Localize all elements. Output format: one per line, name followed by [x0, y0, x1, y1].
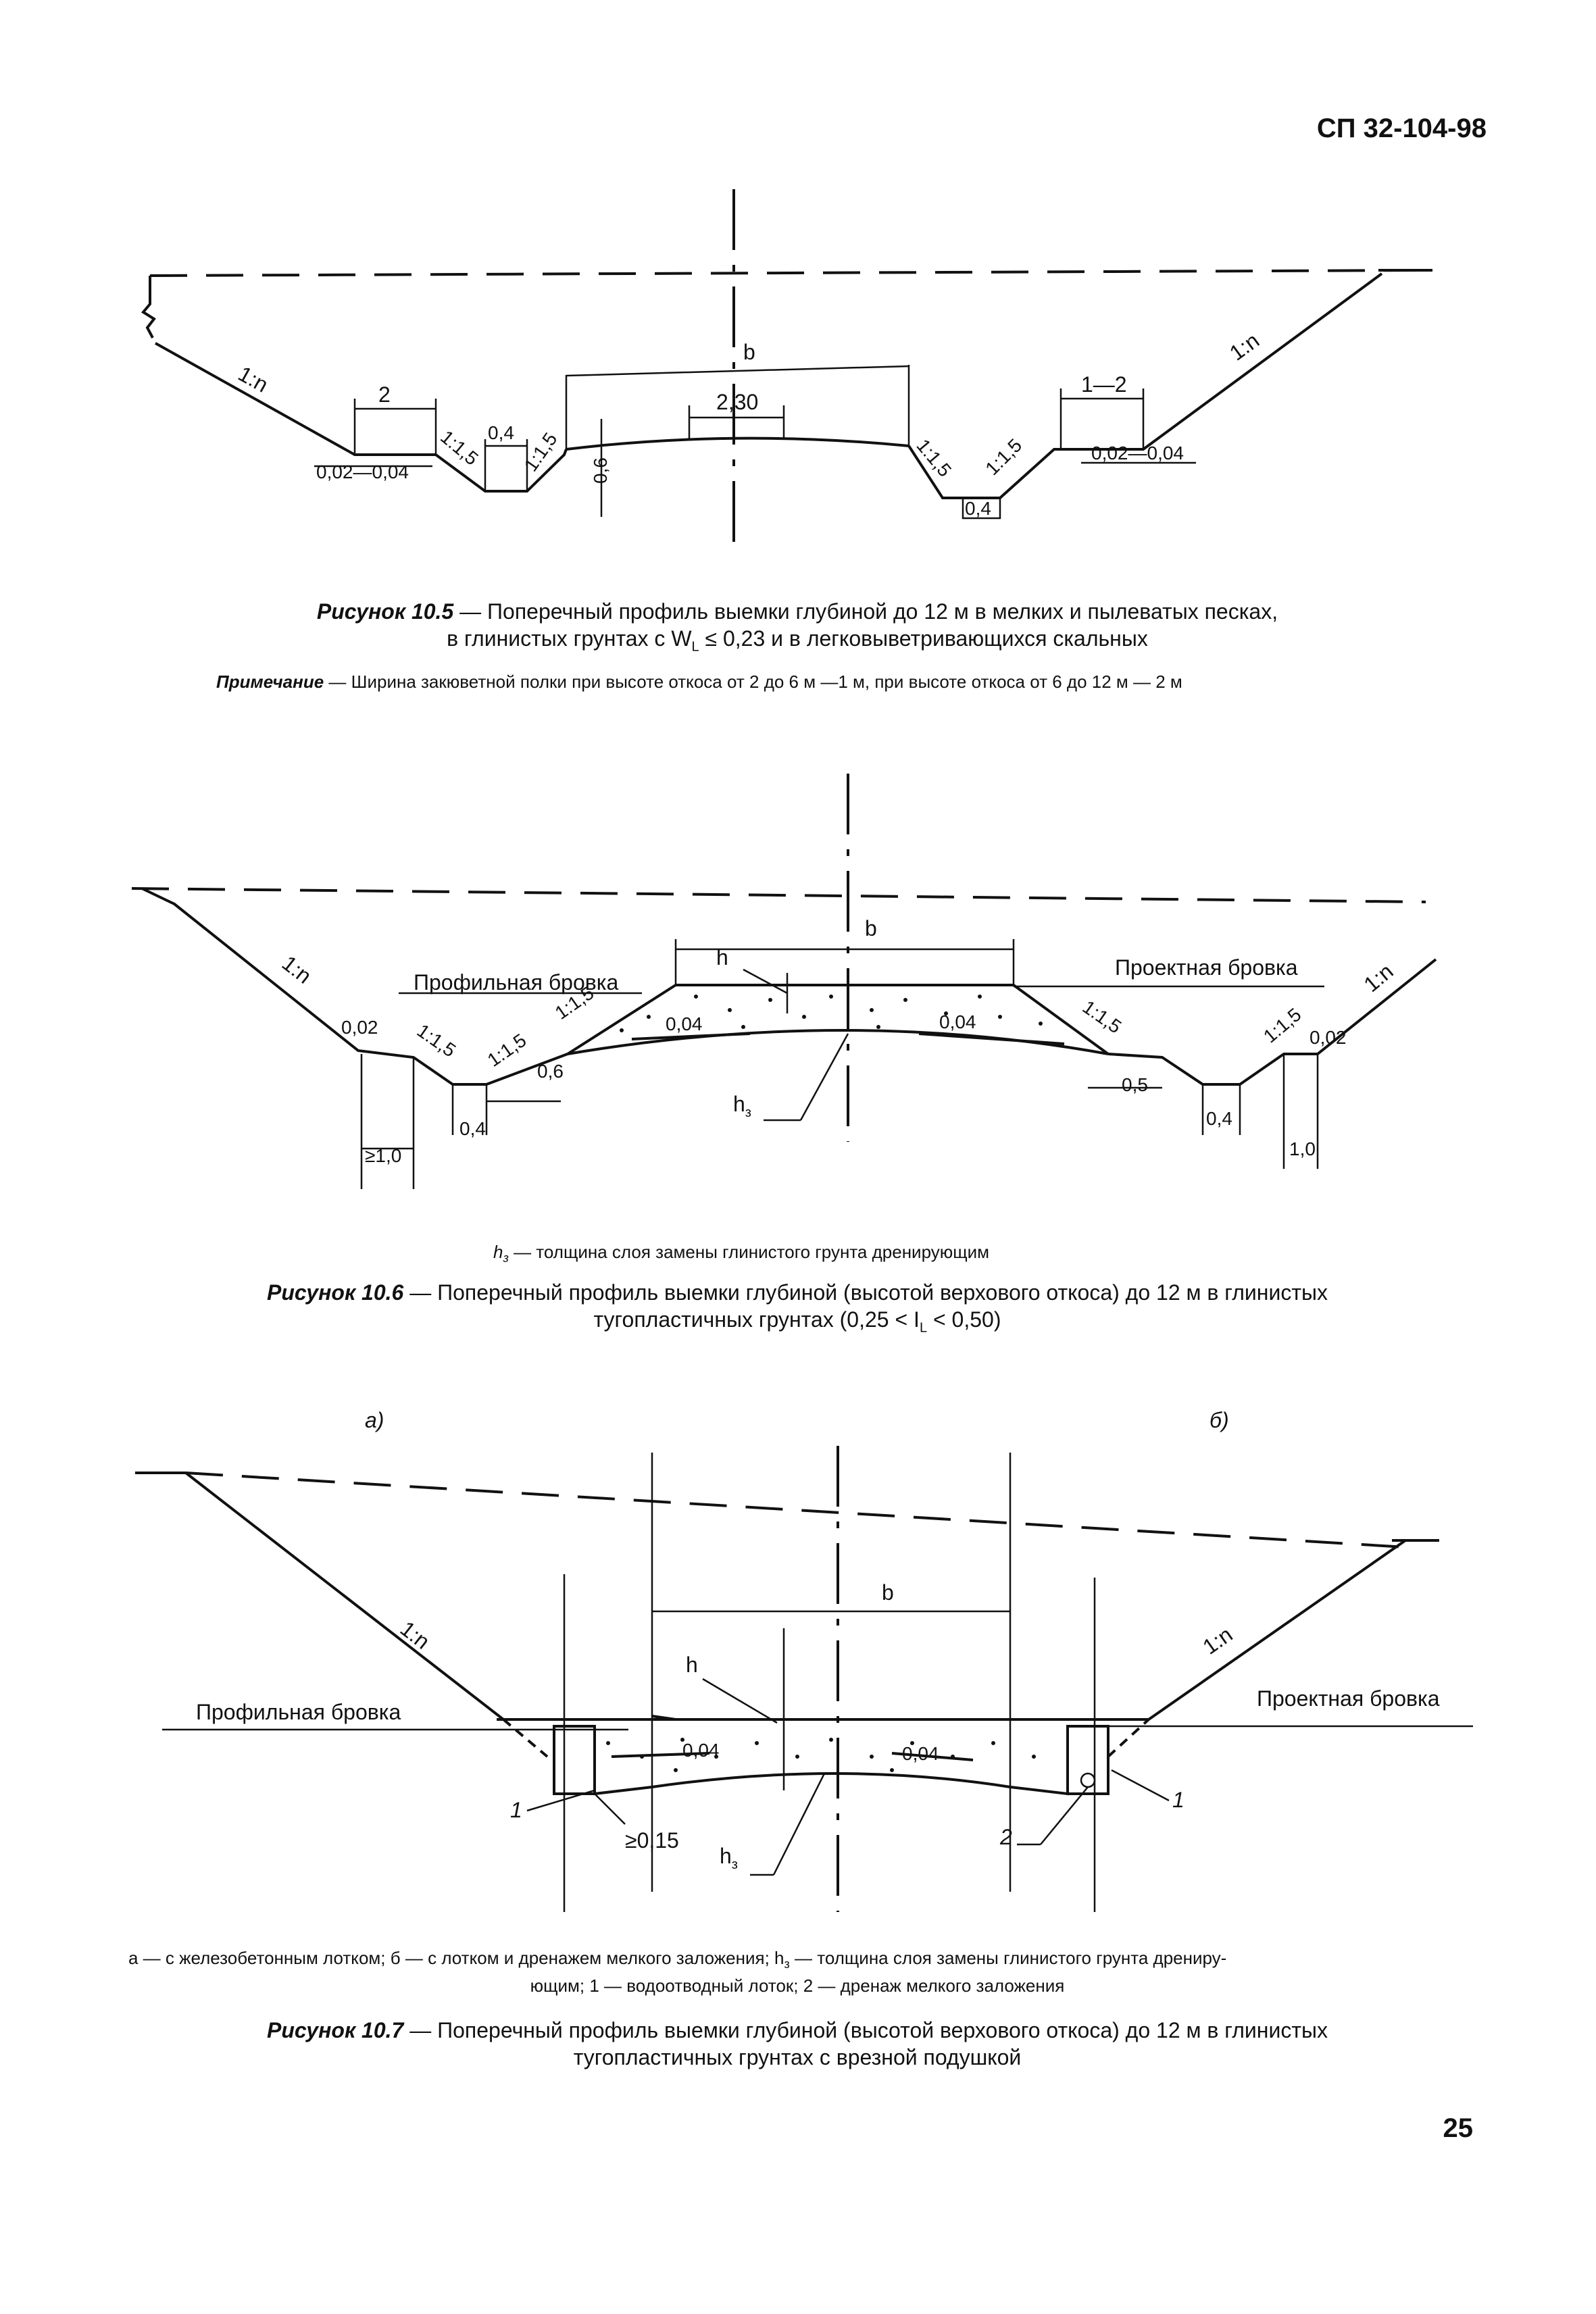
- fig107-b-label: b: [882, 1580, 894, 1605]
- fig106-legend-symbol: hз: [493, 1242, 509, 1265]
- fig106-caption-label: Рисунок 10.6: [267, 1280, 404, 1305]
- fig105-ditch-bottom: 0,4: [965, 498, 991, 519]
- figure-10-6-legend: hз — толщина слоя замены глинистого грун…: [493, 1240, 1304, 1269]
- fig105-caption-line2: в глинистых грунтах с W: [447, 626, 692, 651]
- fig105-camber-label: 2,30: [716, 390, 758, 414]
- fig106-dim-10: 1,0: [1289, 1138, 1316, 1159]
- fig106-depth-06: 0,6: [537, 1061, 564, 1082]
- fig105-caption-line1: — Поперечный профиль выемки глубиной до …: [453, 599, 1278, 624]
- fig107-grade-right: 0,04: [902, 1743, 939, 1764]
- fig106-b-label: b: [865, 916, 877, 940]
- fig107-h-label: h: [686, 1653, 698, 1677]
- fig107-slope-right: 1:n: [1198, 1622, 1237, 1659]
- fig105-note-text: — Ширина закюветной полки при высоте отк…: [324, 672, 1182, 692]
- fig106-bottom-04-left: 0,4: [459, 1118, 486, 1139]
- fig106-h-label: h: [716, 945, 728, 970]
- figure-10-7-caption: Рисунок 10.7 — Поперечный профиль выемки…: [162, 2017, 1432, 2071]
- fig105-depth: 0,6: [590, 457, 611, 484]
- fig105-caption-label: Рисунок 10.5: [316, 599, 454, 624]
- fig106-caption-sub: L: [919, 1320, 928, 1336]
- fig106-profile-edge: Профильная бровка: [414, 970, 618, 995]
- fig106-legend-text: — толщина слоя замены глинистого грунта …: [508, 1242, 990, 1262]
- fig107-part-a: а): [365, 1408, 384, 1432]
- fig106-fall-left: 0,02: [341, 1017, 378, 1038]
- fig106-caption-line2: тугопластичных грунтах (0,25 < I: [593, 1307, 920, 1332]
- figure-10-6-caption: Рисунок 10.6 — Поперечный профиль выемки…: [162, 1279, 1432, 1341]
- fig106-grade-right: 0,04: [939, 1011, 976, 1032]
- fig107-min-015: ≥0,15: [625, 1828, 679, 1853]
- fig105-fall-left: 0,02—0,04: [316, 461, 409, 482]
- figure-10-5-caption: Рисунок 10.5 — Поперечный профиль выемки…: [176, 598, 1419, 660]
- fig105-fall-right: 0,02—0,04: [1091, 443, 1184, 463]
- fig107-caption-label: Рисунок 10.7: [267, 2018, 404, 2042]
- fig107-grade-left: 0,04: [682, 1740, 720, 1761]
- fig105-b-label: b: [743, 340, 755, 364]
- fig106-min-10: ≥1,0: [365, 1145, 401, 1166]
- fig107-item-2: 2: [999, 1825, 1012, 1849]
- fig105-caption-sub: L: [691, 639, 699, 655]
- fig106-hz-label: hз: [733, 1092, 751, 1120]
- figure-10-7-legend: а — с железобетонным лотком; б — с лотко…: [128, 1947, 1466, 1996]
- fig107-legend-line1: а — с железобетонным лотком; б — с лотко…: [128, 1948, 784, 1968]
- fig105-ditch-top: 0,4: [488, 422, 514, 443]
- fig105-note-label: Примечание: [216, 672, 324, 692]
- fig107-slope-left: 1:n: [396, 1616, 434, 1654]
- fig106-design-edge: Проектная бровка: [1115, 955, 1298, 980]
- fig105-caption-line2b: ≤ 0,23 и в легковыветривающихся скальных: [699, 626, 1148, 651]
- fig106-caption-line1: — Поперечный профиль выемки глубиной (вы…: [403, 1280, 1328, 1305]
- page-number: 25: [1443, 2113, 1474, 2143]
- fig107-item-1-left: 1: [510, 1798, 522, 1822]
- fig107-caption-line1: — Поперечный профиль выемки глубиной (вы…: [403, 2018, 1328, 2042]
- fig107-design-edge: Проектная бровка: [1257, 1686, 1440, 1711]
- fig106-grade-left: 0,04: [666, 1013, 703, 1034]
- fig106-fall-right: 0,02: [1310, 1027, 1347, 1048]
- fig107-legend-line2: ющим; 1 — водоотводный лоток; 2 — дренаж…: [530, 1976, 1065, 1996]
- document-code: СП 32-104-98: [1316, 114, 1487, 143]
- fig107-legend-sub: з: [784, 1957, 790, 1971]
- fig105-berm-right: 1—2: [1081, 372, 1127, 397]
- fig106-depth-05: 0,5: [1122, 1074, 1148, 1095]
- fig105-berm-left: 2: [378, 382, 391, 407]
- fig107-hz-label: hз: [720, 1844, 738, 1872]
- fig106-caption-line2b: < 0,50): [927, 1307, 1001, 1332]
- fig106-bottom-04-right: 0,4: [1206, 1108, 1232, 1129]
- fig107-caption-line2: тугопластичных грунтах с врезной подушко…: [573, 2045, 1022, 2069]
- fig107-item-1-right: 1: [1172, 1788, 1184, 1812]
- figure-10-5-note: Примечание — Ширина закюветной полки при…: [216, 670, 1460, 693]
- fig107-profile-edge: Профильная бровка: [196, 1700, 401, 1724]
- fig107-legend-line1b: — толщина слоя замены глинистого грунта …: [789, 1948, 1227, 1968]
- fig107-part-b: б): [1210, 1408, 1229, 1432]
